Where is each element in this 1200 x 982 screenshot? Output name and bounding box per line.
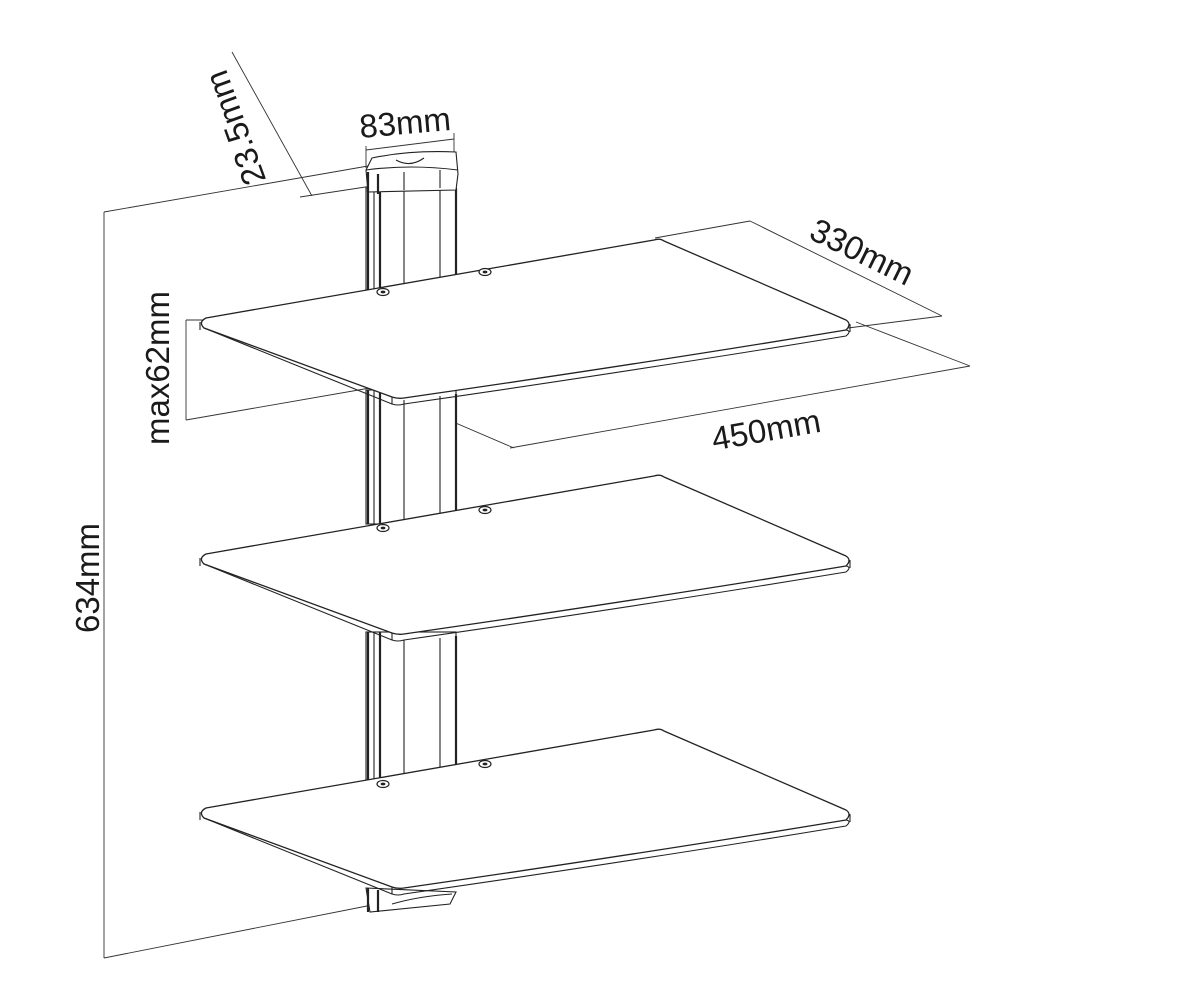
shelf-depth-label: 330mm	[804, 211, 919, 292]
shelf-middle	[199, 474, 851, 642]
screw-icon	[376, 523, 390, 533]
total-height-label: 634mm	[69, 523, 106, 633]
cap-width-label: 83mm	[358, 100, 453, 145]
shelf-top	[199, 238, 851, 406]
screw-icon	[478, 267, 492, 277]
screw-icon	[376, 287, 390, 297]
dimension-lines	[103, 51, 971, 959]
support-pole	[365, 151, 459, 913]
shelf-width-label: 450mm	[709, 402, 824, 458]
screw-icon	[478, 505, 492, 515]
screw-icon	[478, 759, 492, 769]
shelf-spacing-label: max62mm	[139, 291, 176, 445]
pole-cap	[365, 151, 459, 194]
cap-depth-label: 23.5mm	[197, 66, 273, 191]
screw-icon	[376, 779, 390, 789]
shelf-bottom	[199, 728, 851, 896]
pole-grooves	[366, 188, 458, 782]
pole-base	[365, 887, 457, 913]
